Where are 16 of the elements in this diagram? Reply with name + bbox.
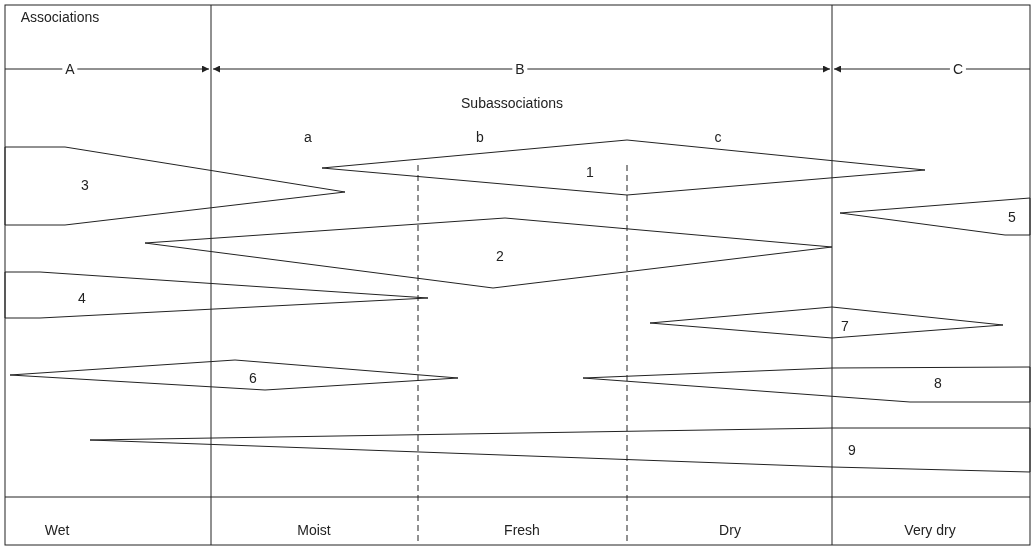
subassociation-letter: b — [473, 129, 487, 145]
shape-number: 6 — [249, 370, 257, 386]
shape-number: 5 — [1008, 209, 1016, 225]
shape-number: 1 — [586, 164, 594, 180]
column-heading: Subassociations — [458, 95, 566, 111]
shape-number: 8 — [934, 375, 942, 391]
association-letter: B — [512, 61, 528, 77]
moisture-class: Very dry — [901, 522, 959, 538]
shape-number: 9 — [848, 442, 856, 458]
moisture-class: Wet — [41, 522, 73, 538]
shape-number: 3 — [81, 177, 89, 193]
shape-number: 2 — [496, 248, 504, 264]
shape-number: 4 — [78, 290, 86, 306]
association-letter: C — [949, 61, 967, 77]
association-letter: A — [62, 61, 78, 77]
shape-number: 7 — [841, 318, 849, 334]
